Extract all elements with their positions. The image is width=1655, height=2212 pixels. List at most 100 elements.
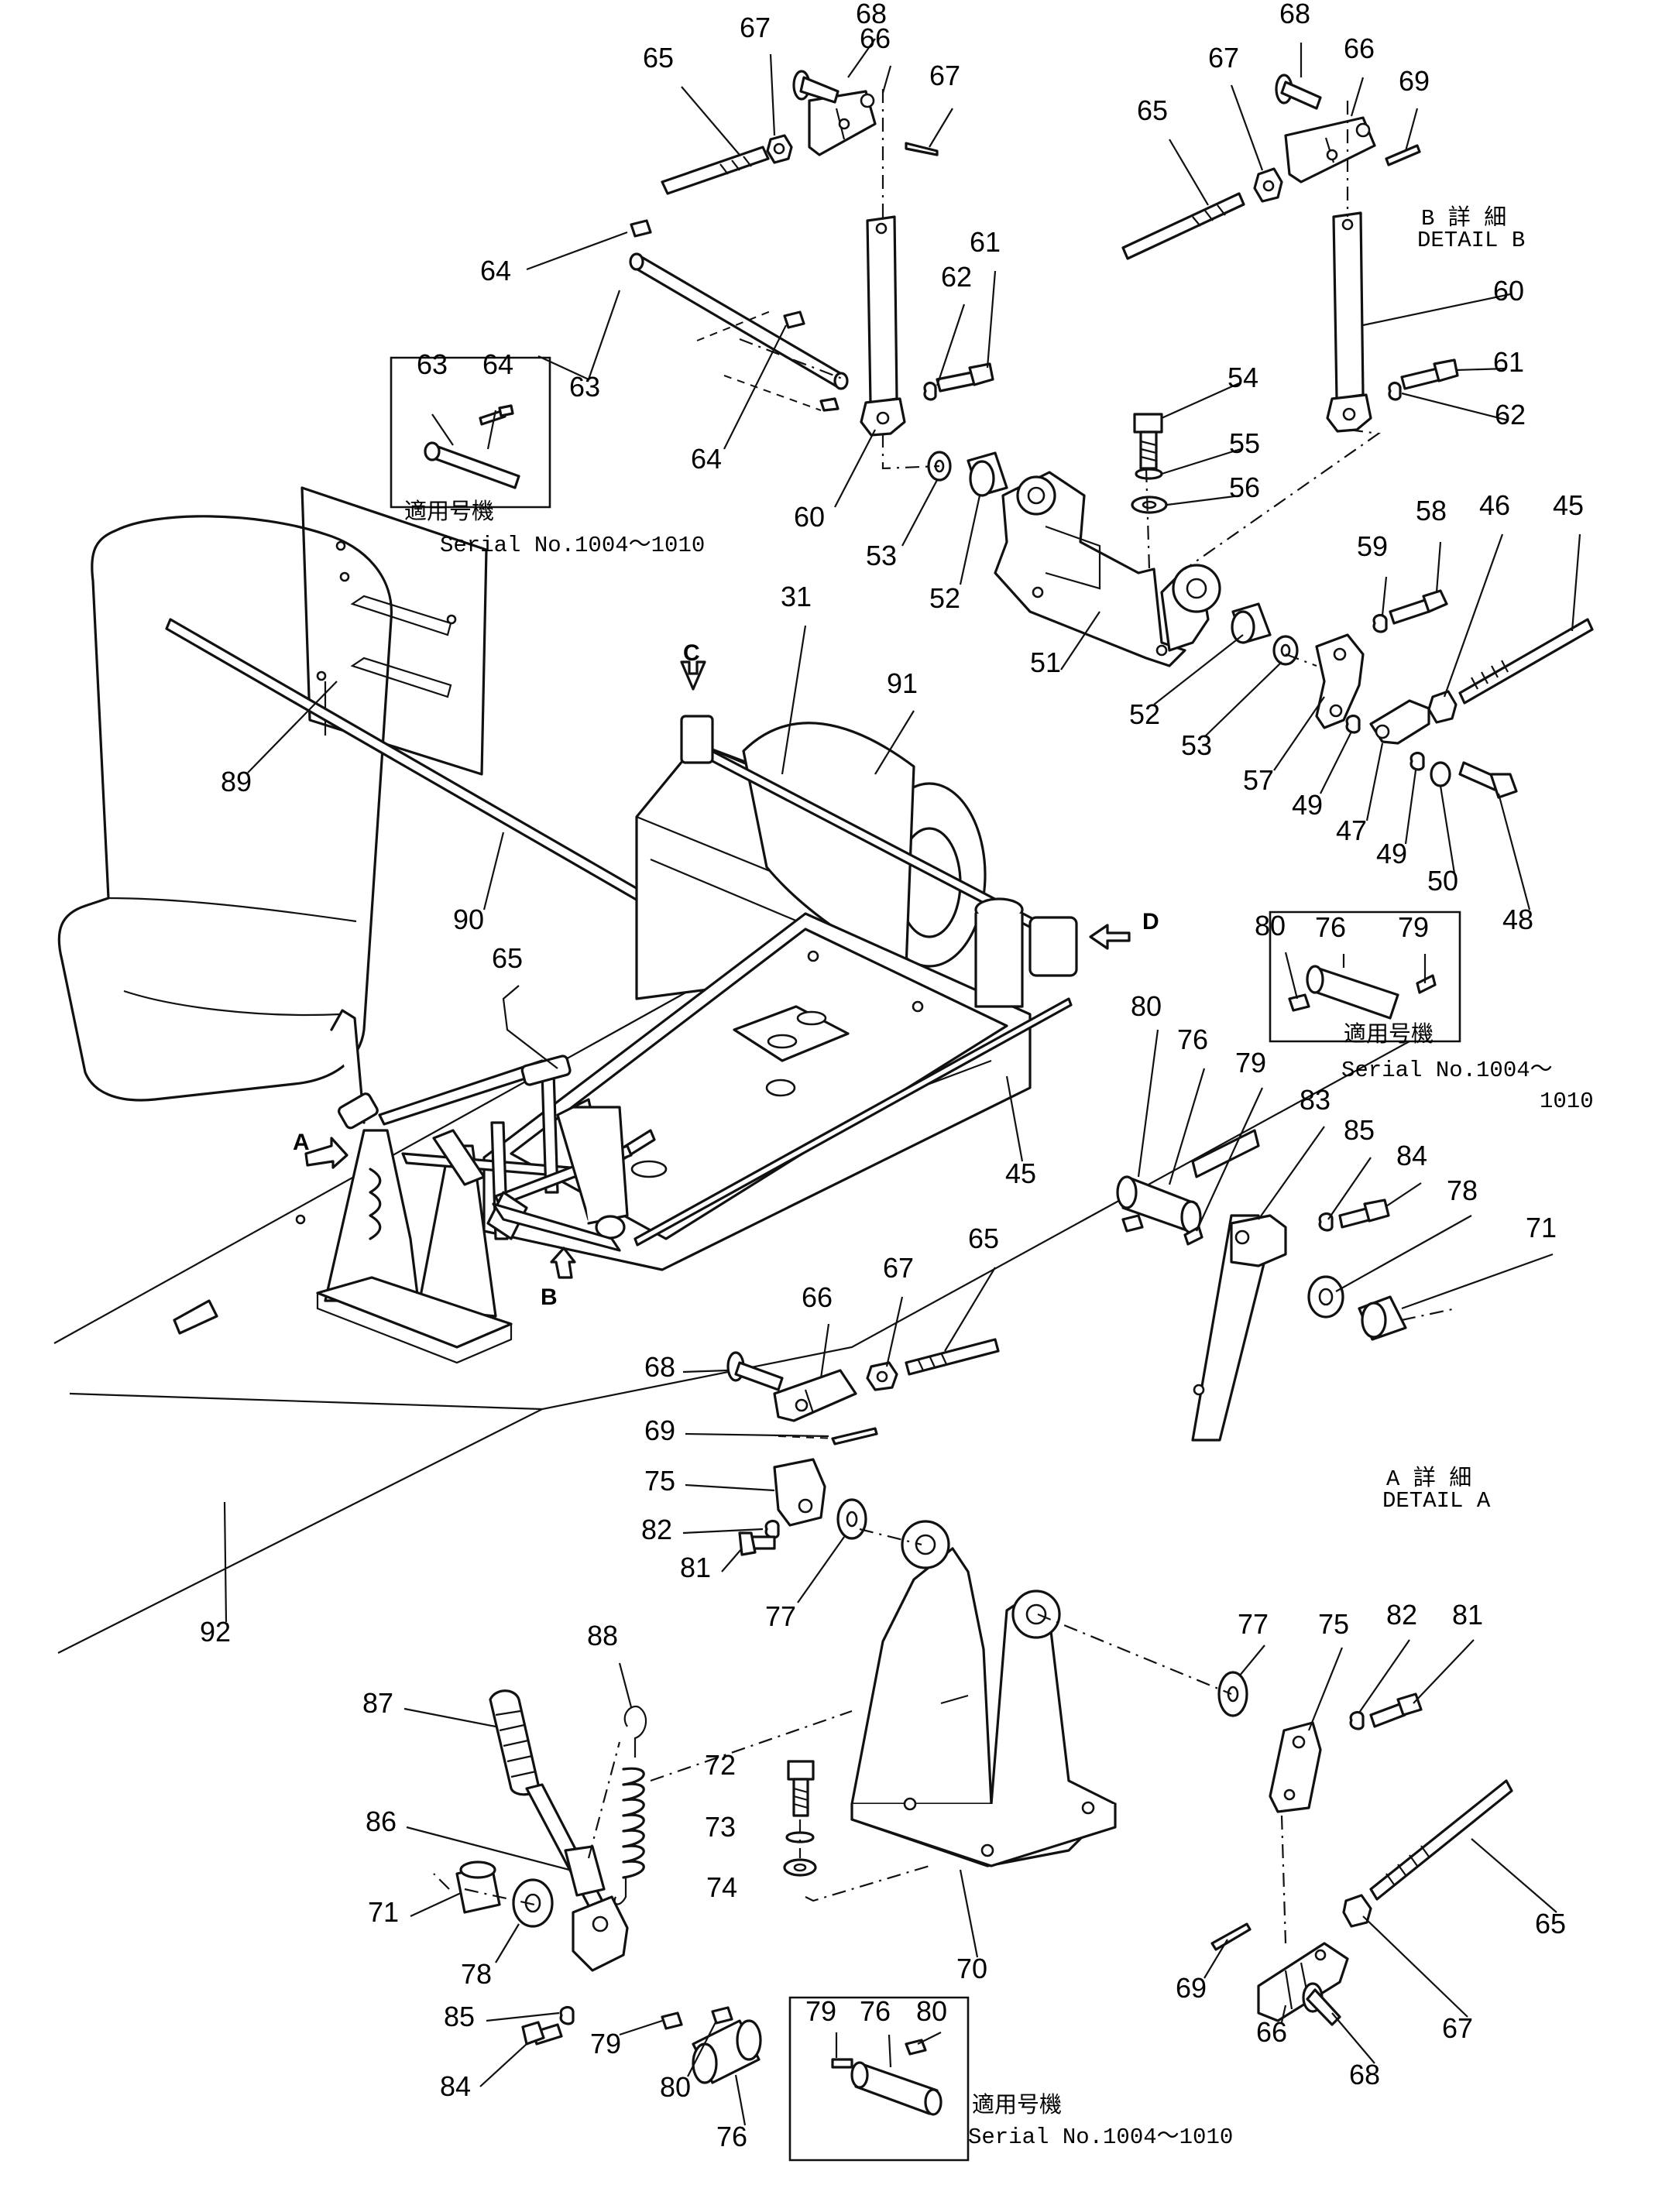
pin-80-lower [711,2006,733,2025]
callout-62: 62 [1495,399,1526,430]
callout-87: 87 [362,1687,393,1719]
pin-64-c [819,397,840,412]
callout-78: 78 [461,1958,492,1990]
lockwasher-82-right [1349,1710,1365,1730]
callout-54: 54 [1228,362,1258,393]
callout-64: 64 [482,348,513,380]
tray [482,912,1032,1271]
callout-51: 51 [1030,646,1061,678]
bolt-58 [1389,589,1448,625]
bushing-71-lower [455,1860,501,1914]
spring-88 [613,1705,647,1905]
bushing-52-right [1231,602,1272,644]
callout-84: 84 [440,2070,471,2102]
callout-86: 86 [366,1806,397,1837]
leader-lines [223,38,1581,2126]
callout-59: 59 [1357,530,1388,562]
callout-57: 57 [1243,764,1274,796]
pin-76-mid [1116,1175,1202,1234]
callout-52: 52 [929,582,960,614]
callout-66: 66 [802,1281,833,1313]
serial-inset-3 [788,1996,970,2162]
serial-note-1-serial: Serial No.1004～1010 [440,533,705,558]
serial-note-3-jp: 適用号機 [972,2092,1062,2119]
callout-77: 77 [1238,1608,1269,1640]
callout-64: 64 [691,443,722,475]
rod-45 [634,997,1073,1247]
detail-b-jp: B 詳 細 [1421,204,1506,231]
callout-85: 85 [444,2001,475,2032]
callout-84: 84 [1396,1140,1427,1171]
cotter-pin-69-mid [831,1427,878,1446]
callout-68: 68 [644,1351,675,1383]
callout-92: 92 [200,1616,231,1648]
cotter-pin-67-top-left [905,142,939,156]
callout-76: 76 [1177,1024,1208,1055]
callout-81: 81 [680,1552,711,1583]
pin-68-mid [726,1351,784,1391]
callout-91: 91 [887,667,918,699]
callout-77: 77 [765,1600,796,1632]
lever-75-right [1269,1721,1322,1813]
callout-82: 82 [641,1514,672,1545]
rod-end-47 [1369,699,1430,745]
serial-inset-2 [1269,911,1461,1043]
callout-50: 50 [1427,865,1458,897]
lockwasher-73 [785,1831,815,1843]
serial-note-1-jp: 適用号機 [404,499,494,526]
rod-65-top-left [661,134,793,195]
serial-inset-1 [390,356,551,509]
bolt-84-lower [521,2021,563,2046]
lever-83 [1191,1214,1287,1442]
lockwasher-49-a [1345,714,1361,734]
callout-89: 89 [221,766,252,797]
lockwasher-49-b [1409,751,1425,771]
serial-note-3-serial: Serial No.1004～1010 [968,2125,1233,2150]
callout-79: 79 [590,2028,621,2059]
callout-67: 67 [1208,42,1239,74]
callout-74: 74 [706,1871,737,1903]
callout-76: 76 [860,1995,891,2027]
callout-83: 83 [1300,1084,1331,1116]
pin-64-a [630,219,652,238]
callout-56: 56 [1229,472,1260,503]
callout-80: 80 [1131,990,1162,1022]
rod-65-mid [866,1338,1000,1391]
callout-69: 69 [1176,1972,1207,2004]
callout-82: 82 [1386,1599,1417,1631]
callout-79: 79 [1235,1047,1266,1079]
callout-71: 71 [368,1896,399,1928]
callout-45: 45 [1005,1157,1036,1189]
washer-50 [1430,761,1451,787]
lever-86 [525,1783,629,1972]
bolt-61-head-b [1433,358,1459,382]
stand-70 [850,1520,1117,1867]
callout-53: 53 [866,540,897,571]
callout-78: 78 [1447,1175,1478,1206]
callout-81: 81 [1452,1599,1483,1631]
callout-45: 45 [1553,489,1584,521]
callout-65: 65 [1535,1908,1566,1939]
callout-63: 63 [569,371,600,403]
callout-63: 63 [417,348,448,380]
clevis-66-lower-right [1257,1942,1349,2022]
callout-69: 69 [644,1415,675,1446]
lockwasher-62-top-left [923,381,937,401]
pin-68-top-right [1275,74,1322,110]
lockwasher-59 [1372,613,1388,633]
bolt-81-mid [738,1531,776,1556]
nut-67-lower-right [1342,1894,1372,1928]
callout-80: 80 [660,2071,691,2103]
pin-80-mid [1121,1214,1144,1233]
bolt-84-mid [1338,1199,1390,1229]
callout-75: 75 [644,1465,675,1497]
callout-67: 67 [1442,2012,1473,2044]
callout-68: 68 [1279,0,1310,29]
clevis-66-mid [773,1369,857,1422]
callout-60: 60 [794,501,825,533]
cotter-pin-69-top-right [1385,144,1421,166]
callout-79: 79 [805,1995,836,2027]
callout-90: 90 [453,904,484,935]
pin-68-lower-right [1302,1982,1341,2026]
